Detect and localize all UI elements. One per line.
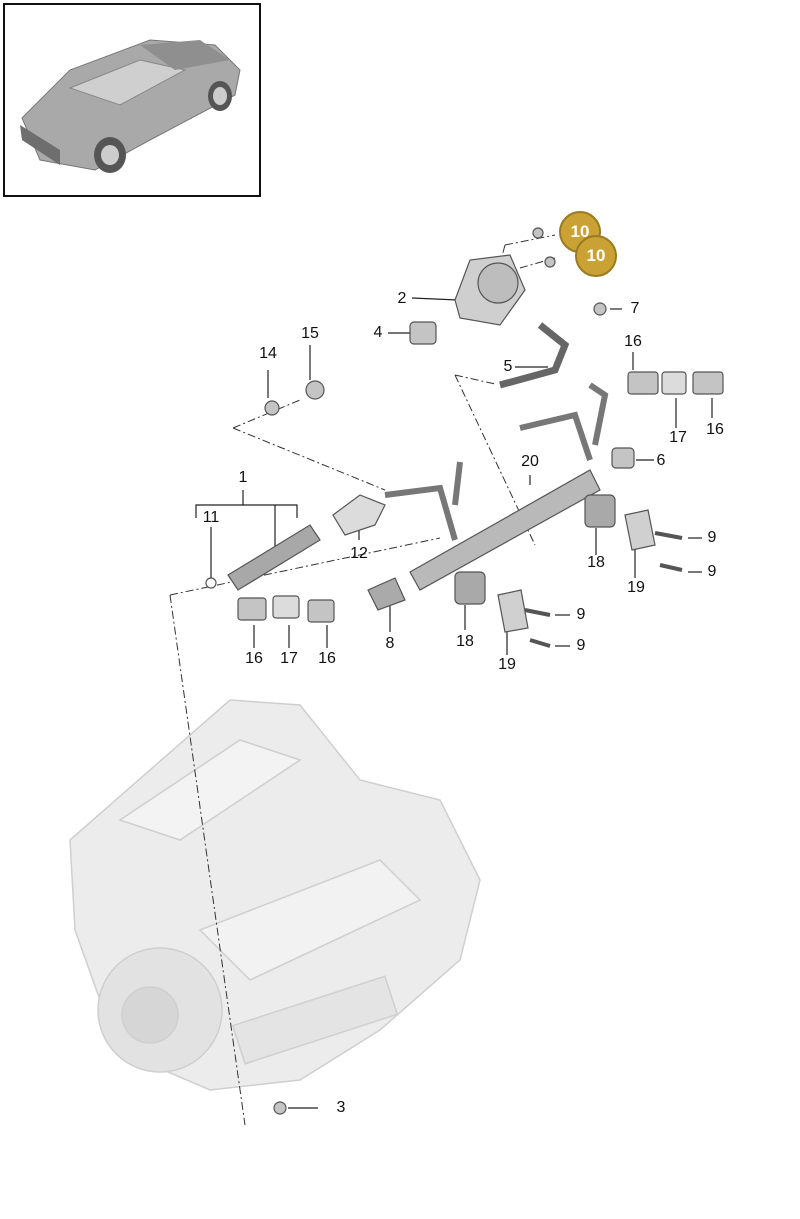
part-4 [409,321,437,345]
fuel-pipe-rail-far [588,382,609,446]
callout-17b: 17 [669,429,687,446]
fuel-pipe-rail-mid [452,461,463,506]
leader-lines [195,297,713,1109]
fuel-injector [227,524,321,591]
callout-6: 6 [656,452,666,469]
fuel-pipe-rail-right [519,411,593,461]
callout-16a: 16 [245,650,263,667]
callout-16d: 16 [706,421,724,438]
callout-4: 4 [373,324,383,341]
pressure-sensor [367,577,406,611]
fuel-pipe-rail-left [384,484,458,541]
callout-18b: 18 [456,633,474,650]
callout-16c: 16 [624,333,642,350]
parts [205,227,724,1115]
callout-14: 14 [259,345,277,362]
bolt-14 [264,400,280,416]
bolt-3 [273,1101,287,1115]
callout-3: 3 [336,1099,346,1116]
callout-2: 2 [397,290,407,307]
fuel-rail [409,469,601,591]
callout-9b: 9 [707,563,717,580]
callout-19b: 19 [498,656,516,673]
callout-17a: 17 [280,650,298,667]
callout-12: 12 [350,545,368,562]
injector-seal-plate [332,494,386,536]
callout-19a: 19 [627,579,645,596]
engine-block [69,699,481,1091]
badge-10-lower: 10 [575,235,617,277]
callout-8: 8 [385,635,395,652]
callout-1: 1 [238,469,248,486]
fuel-pipe-5 [499,322,570,389]
callout-20: 20 [521,453,539,470]
callout-11: 11 [202,509,220,526]
callout-15: 15 [301,325,319,342]
callout-16b: 16 [318,650,336,667]
bolt-15 [305,380,325,400]
callout-5: 5 [503,358,513,375]
callout-9d: 9 [576,637,586,654]
callout-18a: 18 [587,554,605,571]
callout-7: 7 [630,300,640,317]
nut-7 [593,302,607,316]
car-thumbnail [20,39,241,173]
part-6 [611,447,635,469]
o-ring-11 [205,577,217,589]
callout-9c: 9 [576,606,586,623]
callout-9a: 9 [707,529,717,546]
